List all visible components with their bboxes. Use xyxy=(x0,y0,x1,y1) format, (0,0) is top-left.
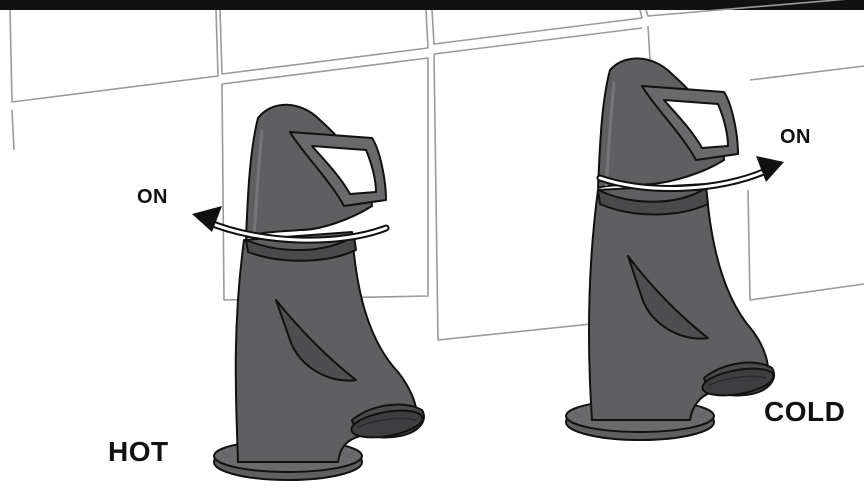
tile xyxy=(10,10,218,102)
hot-tap-label: HOT xyxy=(108,436,169,468)
tile-edge xyxy=(12,110,14,150)
tile xyxy=(432,10,642,44)
tile xyxy=(434,54,610,340)
tile xyxy=(748,190,864,300)
tile-edge xyxy=(434,28,642,54)
cold-on-label: ON xyxy=(780,126,811,149)
cold-tap xyxy=(566,58,776,440)
cold-tap-label: COLD xyxy=(764,396,845,428)
tile-edge xyxy=(750,66,864,80)
hot-on-label: ON xyxy=(137,186,168,209)
tile-edge xyxy=(648,26,650,60)
wall-tiles xyxy=(10,0,864,340)
tile xyxy=(220,10,428,74)
hot-tap xyxy=(214,105,425,480)
